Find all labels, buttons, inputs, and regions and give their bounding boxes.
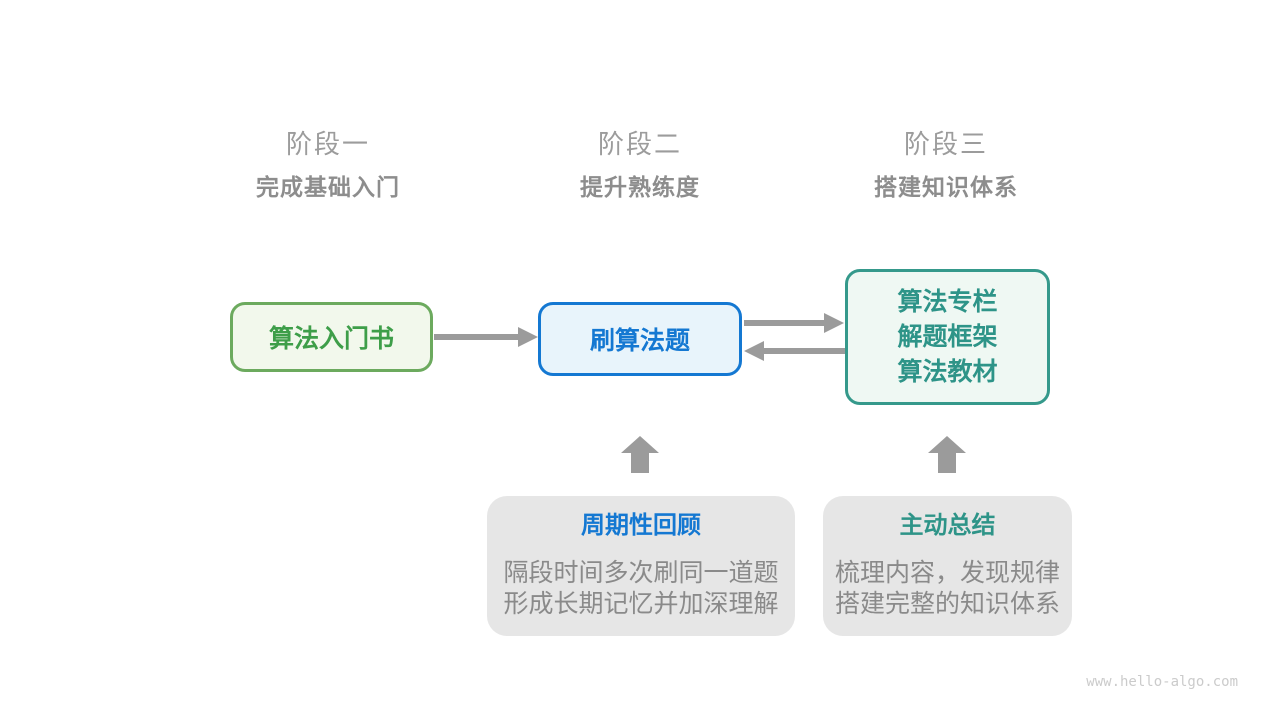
note-body: 隔段时间多次刷同一道题 形成长期记忆并加深理解: [487, 558, 795, 620]
note-body-line: 搭建完整的知识体系: [834, 590, 1060, 618]
node-label-line: 算法专栏: [897, 287, 998, 316]
stage-2-title: 阶段二: [597, 129, 682, 159]
note-body-line: 梳理内容，发现规律: [834, 559, 1060, 587]
node-label: 算法入门书: [268, 325, 394, 353]
stage-1-title: 阶段一: [285, 129, 370, 159]
node-advanced-resources: 算法专栏 解题框架 算法教材: [845, 269, 1050, 405]
note-body-line: 形成长期记忆并加深理解: [503, 590, 779, 618]
node-label: 刷算法题: [589, 327, 690, 355]
arrow-left-resources-to-practice-icon: [744, 341, 845, 361]
watermark: www.hello-algo.com: [1086, 674, 1238, 690]
stage-2-subtitle: 提升熟练度: [580, 174, 700, 200]
arrow-right-practice-to-resources-icon: [744, 313, 844, 333]
stage-3-subtitle: 搭建知识体系: [874, 174, 1018, 200]
stage-1-subtitle: 完成基础入门: [256, 174, 400, 200]
note-title: 周期性回顾: [581, 512, 701, 539]
note-title: 主动总结: [899, 512, 996, 539]
stage-1-header: 阶段一 完成基础入门: [256, 126, 400, 204]
arrow-up-review-icon: [621, 436, 659, 473]
note-body-line: 隔段时间多次刷同一道题: [503, 559, 779, 587]
arrow-right-intro-to-practice-icon: [434, 327, 538, 347]
stage-3-header: 阶段三 搭建知识体系: [874, 126, 1018, 204]
node-practice-problems: 刷算法题: [538, 302, 742, 376]
note-active-summary: 主动总结 梳理内容，发现规律 搭建完整的知识体系: [823, 496, 1072, 636]
node-algorithm-intro-book: 算法入门书: [230, 302, 433, 372]
node-label-line: 解题框架: [897, 322, 998, 351]
arrow-up-summary-icon: [928, 436, 966, 473]
stage-3-title: 阶段三: [903, 129, 988, 159]
stage-2-header: 阶段二 提升熟练度: [580, 126, 700, 204]
node-label-line: 算法教材: [897, 357, 998, 386]
note-body: 梳理内容，发现规律 搭建完整的知识体系: [823, 558, 1072, 620]
note-periodic-review: 周期性回顾 隔段时间多次刷同一道题 形成长期记忆并加深理解: [487, 496, 795, 636]
